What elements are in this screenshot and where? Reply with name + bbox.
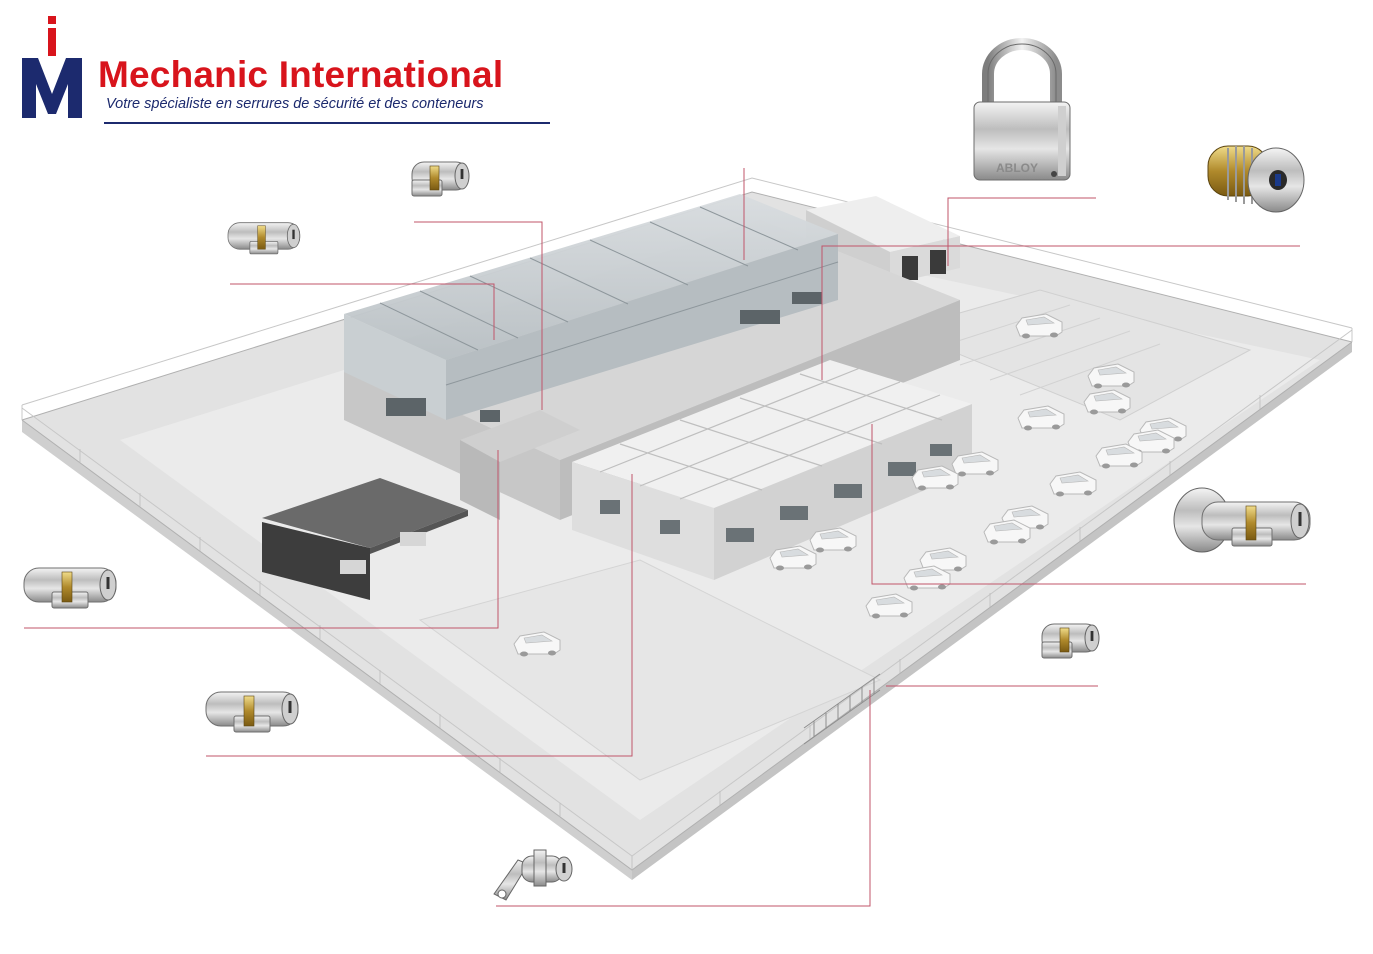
brand-underline [104, 122, 550, 124]
callout-line-3 [24, 450, 499, 629]
euro-cylinder-icon [23, 567, 117, 609]
brand-tagline: Votre spécialiste en serrures de sécurit… [106, 96, 484, 112]
brand-name: Mechanic International [98, 54, 504, 95]
callout-line-7 [947, 197, 1096, 266]
entrance-gate [803, 673, 881, 745]
cam-lock-icon [1207, 145, 1305, 213]
callout-line-5 [496, 690, 871, 907]
callout-lines [24, 168, 1306, 907]
fence-posts [21, 328, 1353, 870]
brand-logo: Mechanic International Votre spécialiste… [18, 14, 558, 126]
callout-line-9 [871, 424, 1306, 585]
carport [262, 478, 468, 600]
callout-line-1 [414, 221, 543, 410]
padlock-engraving: ABLOY [996, 161, 1038, 175]
euro-half-cylinder-icon [411, 161, 470, 197]
euro-half-cylinder-icon [1041, 623, 1100, 659]
euro-cylinder-icon [205, 691, 299, 733]
callout-line-8 [821, 245, 1300, 380]
parking-area [898, 289, 1252, 421]
main-building [344, 194, 960, 520]
entrance-canopy [460, 410, 580, 520]
callout-line-4 [206, 474, 633, 757]
office-wing [572, 360, 972, 580]
thumb-turn-cylinder-icon [1173, 487, 1311, 553]
padlock-icon: ABLOY [973, 38, 1071, 181]
cam-lock-icon [493, 849, 573, 901]
euro-cylinder-icon [227, 222, 301, 255]
callout-line-2 [230, 283, 495, 340]
mi-monogram-icon [22, 16, 82, 118]
